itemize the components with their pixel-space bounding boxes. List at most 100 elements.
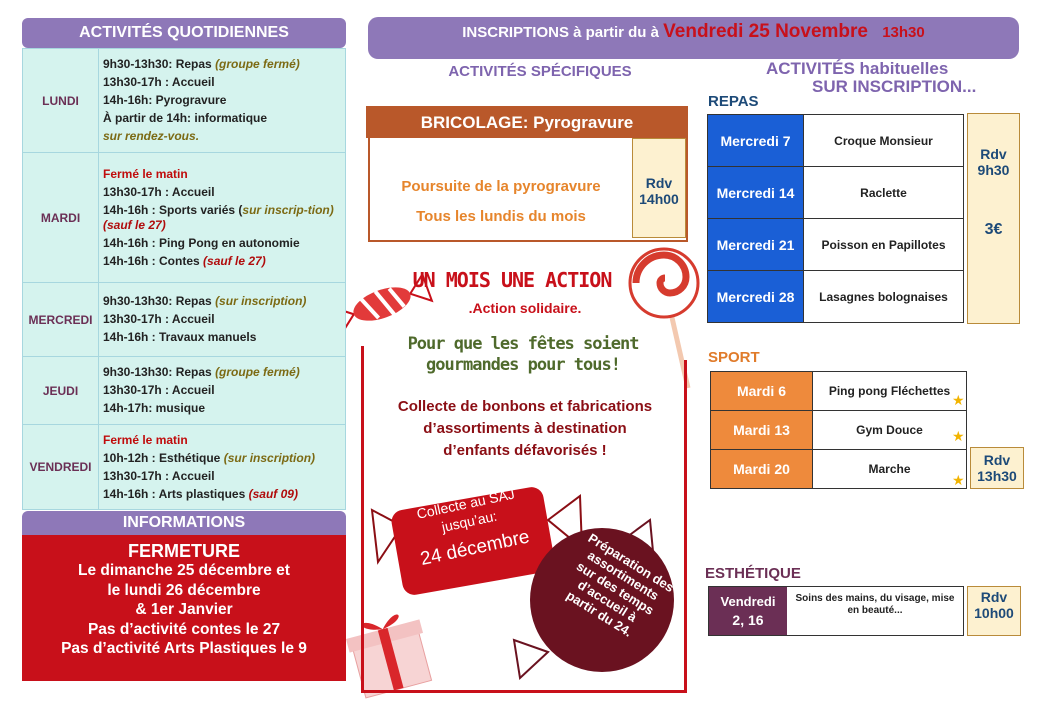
rdv-label: Rdv xyxy=(980,146,1007,162)
candy-label-shape xyxy=(370,487,584,595)
activity-text: 13h30-17h : Accueil xyxy=(103,312,215,326)
rdv-label: Rdv xyxy=(983,452,1011,468)
activity-line: 14h-17h: musique xyxy=(103,401,341,416)
esthetique-day-line: Vendredi xyxy=(720,594,776,609)
activity-line: 14h-16h: Pyrogravure xyxy=(103,93,341,108)
activity-text: 13h30-17h : Accueil xyxy=(103,383,215,397)
rdv-time: 9h30 xyxy=(977,162,1010,178)
rdv-label: Rdv xyxy=(645,175,673,191)
specific-title: ACTIVITÉS SPÉCIFIQUES xyxy=(448,63,632,80)
day-name: MARDI xyxy=(22,152,99,283)
activity-line: 10h-12h : Esthétique (sur inscription) xyxy=(103,451,341,466)
activity-text: sur rendez-vous. xyxy=(103,129,200,143)
bricolage-line: Tous les lundis du mois xyxy=(416,208,586,225)
activity-text: (sauf le 27) xyxy=(103,217,166,232)
closure-line: le lundi 26 décembre xyxy=(107,581,261,599)
activity-text: (groupe fermé) xyxy=(215,365,300,379)
day-activities: 9h30-13h30: Repas (groupe fermé)13h30-17… xyxy=(98,356,346,425)
activity-line: 9h30-13h30: Repas (groupe fermé) xyxy=(103,57,341,72)
bricolage-text: Poursuite de la pyrogravure Tous les lun… xyxy=(370,138,632,240)
activity-line: Fermé le matin xyxy=(103,167,341,182)
esthetique-title: ESTHÉTIQUE xyxy=(705,565,801,582)
bricolage-line: Poursuite de la pyrogravure xyxy=(401,178,601,195)
day-name: MERCREDI xyxy=(22,282,99,357)
desc-line: Collecte de bonbons et fabrications xyxy=(397,398,653,415)
action-frame-bottom xyxy=(361,690,687,693)
activity-text: (sauf 09) xyxy=(248,486,298,501)
action-title: UN MOIS UNE ACTION xyxy=(412,268,613,292)
activity-text: 14h-16h : Arts plastiques xyxy=(103,486,249,501)
activity-text: Fermé le matin xyxy=(103,166,188,181)
rdv-label: Rdv xyxy=(980,589,1008,605)
action-description: Collecte de bonbons et fabrications d’as… xyxy=(370,396,680,462)
daily-title: ACTIVITÉS QUOTIDIENNES xyxy=(22,18,346,48)
day-activities: Fermé le matin 13h30-17h : Accueil 14h-16h… xyxy=(98,152,346,283)
sport-activity: Marche xyxy=(812,449,967,489)
repas-activity: Lasagnes bolognaises xyxy=(803,270,964,323)
closure-info: FERMETURE Le dimanche 25 décembre et le … xyxy=(22,535,346,681)
activity-line: 13h30-17h : Accueil xyxy=(103,469,341,484)
activity-text: 14h-17h: musique xyxy=(103,401,206,415)
esthetique-row: Vendredi 2, 16 Soins des mains, du visag… xyxy=(708,586,964,636)
bricolage-title: BRICOLAGE: Pyrogravure xyxy=(366,106,688,138)
day-name: LUNDI xyxy=(22,48,99,153)
gift-icon xyxy=(345,614,433,699)
activity-line: 14h-16h : Contes (sauf le 27) xyxy=(103,254,341,269)
rdv-time: 13h30 xyxy=(977,468,1017,484)
info-title: INFORMATIONS xyxy=(22,511,346,535)
action-frame-left xyxy=(361,346,364,692)
repas-day: Mercredi 21 xyxy=(707,218,804,271)
activity-text: (sauf le 27) xyxy=(203,253,266,268)
esthetique-desc: Soins des mains, du visage, mise en beau… xyxy=(795,593,955,616)
activity-text: 14h-16h : Ping Pong en autonomie xyxy=(103,235,300,250)
inscriptions-time: 13h30 xyxy=(882,24,925,41)
repas-activity: Poisson en Papillotes xyxy=(803,218,964,271)
activity-line: À partir de 14h: informatique xyxy=(103,111,341,126)
activity-text: (sur inscription) xyxy=(223,450,316,465)
activity-line: 9h30-13h30: Repas (sur inscription) xyxy=(103,294,341,309)
activity-line: 13h30-17h : Accueil xyxy=(103,312,341,327)
inscriptions-date: Vendredi 25 Novembre xyxy=(663,21,869,42)
repas-rdv: Rdv 9h30 3€ xyxy=(967,113,1020,324)
activity-line: 13h30-17h : Accueil xyxy=(103,185,341,200)
repas-activity: Raclette xyxy=(803,166,964,219)
activity-line: 13h30-17h : Accueil xyxy=(103,383,341,398)
daily-activities: ACTIVITÉS QUOTIDIENNES LUNDI 9h30-13h30: … xyxy=(22,18,346,510)
repas-day: Mercredi 14 xyxy=(707,166,804,219)
activity-text: 13h30-17h : Accueil xyxy=(103,184,215,199)
activity-text: 9h30-13h30: Repas xyxy=(103,57,216,71)
day-name: JEUDI xyxy=(22,356,99,425)
activity-line: 14h-16h : Sports variés (sur inscrip-tio… xyxy=(103,203,341,233)
activity-text: 13h30-17h : Accueil xyxy=(103,75,215,89)
closure-line: Pas d’activité Arts Plastiques le 9 xyxy=(61,640,307,657)
day-name: VENDREDI xyxy=(22,424,99,510)
action-frame-right xyxy=(684,360,687,693)
day-activities: 9h30-13h30: Repas (sur inscription)13h30… xyxy=(98,282,346,357)
activity-line: Fermé le matin xyxy=(103,433,341,448)
activity-text: 14h-16h : Travaux manuels xyxy=(103,330,257,344)
repas-activity: Croque Monsieur xyxy=(803,114,964,167)
activity-text: 9h30-13h30: Repas xyxy=(103,294,216,308)
rdv-time: 14h00 xyxy=(639,191,679,207)
closure-line: & 1er Janvier xyxy=(135,601,233,618)
bricolage-box: Poursuite de la pyrogravure Tous les lun… xyxy=(368,138,688,242)
closure-line: Pas d’activité contes le 27 xyxy=(87,620,281,638)
activity-text: (sur inscription) xyxy=(215,294,307,308)
day-activities: Fermé le matin 10h-12h : Esthétique (sur … xyxy=(98,424,346,510)
sport-day: Mardi 6 xyxy=(710,371,813,411)
daily-row: MARDI Fermé le matin 13h30-17h : Accueil 14… xyxy=(22,152,346,283)
sport-activity: Ping pong Fléchettes xyxy=(812,371,967,411)
closure-line: Le dimanche 25 décembre et xyxy=(78,562,290,579)
action-subtitle: .Action solidaire. xyxy=(468,300,582,316)
activity-line: 14h-16h : Arts plastiques (sauf 09) xyxy=(103,487,341,502)
